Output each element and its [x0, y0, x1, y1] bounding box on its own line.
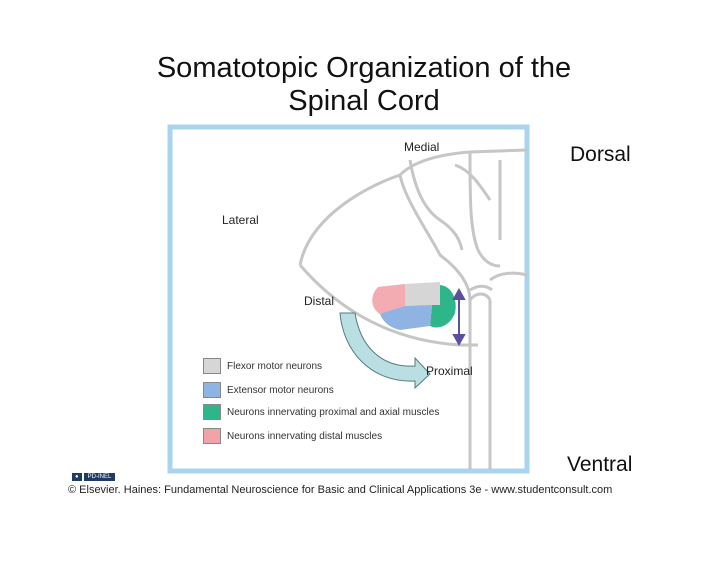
credit-line: © Elsevier. Haines: Fundamental Neurosci…	[68, 484, 613, 496]
proximal-label: Proximal	[426, 364, 473, 378]
distal-label: Distal	[304, 294, 335, 308]
extensor-neurons-region	[380, 305, 432, 330]
slide-title: Somatotopic Organization of the Spinal C…	[0, 52, 728, 118]
legend-item-proximal-axial: Neurons innervating proximal and axial m…	[203, 404, 439, 420]
dorsoventral-double-arrow	[452, 287, 466, 347]
legend-item-extensor: Extensor motor neurons	[203, 382, 334, 398]
legend-swatch	[203, 428, 221, 444]
distal-muscle-neurons-region	[372, 284, 405, 314]
legend-item-flexor: Flexor motor neurons	[203, 358, 322, 374]
proximal-axial-neurons-region	[430, 285, 456, 328]
flexor-neurons-region	[405, 282, 440, 306]
legend-item-distal: Neurons innervating distal muscles	[203, 428, 382, 444]
title-line-1: Somatotopic Organization of the	[156, 52, 572, 84]
figure-frame	[167, 124, 530, 474]
legend-swatch	[203, 404, 221, 420]
ventral-label: Ventral	[567, 453, 633, 476]
dorsal-label: Dorsal	[570, 143, 631, 166]
legend-label: Neurons innervating distal muscles	[227, 430, 383, 442]
legend-label: Flexor motor neurons	[227, 360, 323, 372]
badge-text: PD-INEL	[83, 473, 116, 481]
license-badge: ● PD-INEL	[72, 472, 116, 482]
medial-label: Medial	[404, 140, 440, 154]
distal-to-proximal-arrow	[339, 312, 431, 390]
gray-matter-outline	[298, 148, 528, 470]
legend-label: Extensor motor neurons	[227, 384, 334, 396]
lateral-label: Lateral	[222, 213, 259, 227]
legend-swatch	[203, 382, 221, 398]
legend-label: Neurons innervating proximal and axial m…	[227, 406, 440, 418]
badge-icon: ●	[72, 473, 82, 481]
title-line-2: Spinal Cord	[288, 85, 440, 117]
legend-swatch	[203, 358, 221, 374]
